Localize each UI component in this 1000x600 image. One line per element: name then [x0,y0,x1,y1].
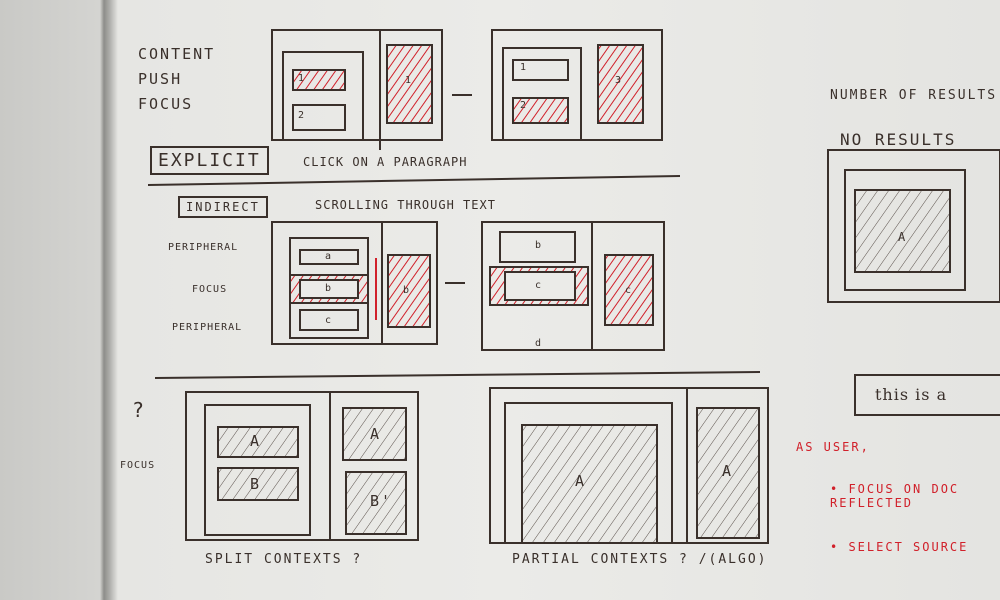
box-label: c [325,315,333,326]
box-label: A [898,230,908,244]
notes-intro: AS USER, [796,440,870,454]
side-label-peripheral: PERIPHERAL [168,242,239,253]
title-line: PUSH [138,70,183,88]
side-label-peripheral: PERIPHERAL [172,322,243,333]
box-label: 2 [520,100,528,111]
row1-title: CONTENT PUSH FOCUS [138,42,215,117]
title-line: FOCUS [138,95,194,113]
box-label: A [575,472,587,490]
box-label: b [535,240,543,251]
box-label: 1 [520,62,528,73]
side-label-focus: FOCUS [192,284,228,295]
box-label: 2 [298,110,306,121]
box-label: B [250,475,262,493]
box-label: d [535,338,543,349]
box-label: A [370,425,382,443]
row2-caption: SCROLLING THROUGH TEXT [315,198,496,212]
partial-contexts-caption: PARTIAL CONTEXTS ? /(ALGO) [512,552,768,567]
box-label: 1 [298,73,306,84]
split-contexts-caption: SPLIT CONTEXTS ? [205,552,363,567]
box-label: 3 [615,75,623,86]
explicit-tag: EXPLICIT [150,146,269,175]
results-heading: NUMBER OF RESULTS [830,88,998,103]
row3-focus-label: FOCUS [120,460,156,471]
box-label: B' [370,492,393,510]
note-text: SELECT SOURCE [848,540,969,554]
question-mark: ? [132,398,147,422]
box-label: a [325,251,333,262]
box-label: A [722,462,734,480]
box-label: c [535,280,543,291]
note-bullet: • SELECT SOURCE [830,540,969,554]
indirect-tag: INDIRECT [178,196,268,218]
box-label: A [250,432,262,450]
no-results-label: NO RESULTS [840,130,957,149]
box-label: c [625,285,633,296]
note-bullet: • FOCUS ON DOC REFLECTED [830,482,960,510]
title-line: CONTENT [138,45,216,63]
box-label: b [325,283,333,294]
input-text: this is a [875,385,948,404]
box-label: b [403,285,411,296]
row1-caption: CLICK ON A PARAGRAPH [303,155,468,169]
box-label: 1 [405,75,413,86]
note-text: FOCUS ON DOC REFLECTED [830,482,960,510]
